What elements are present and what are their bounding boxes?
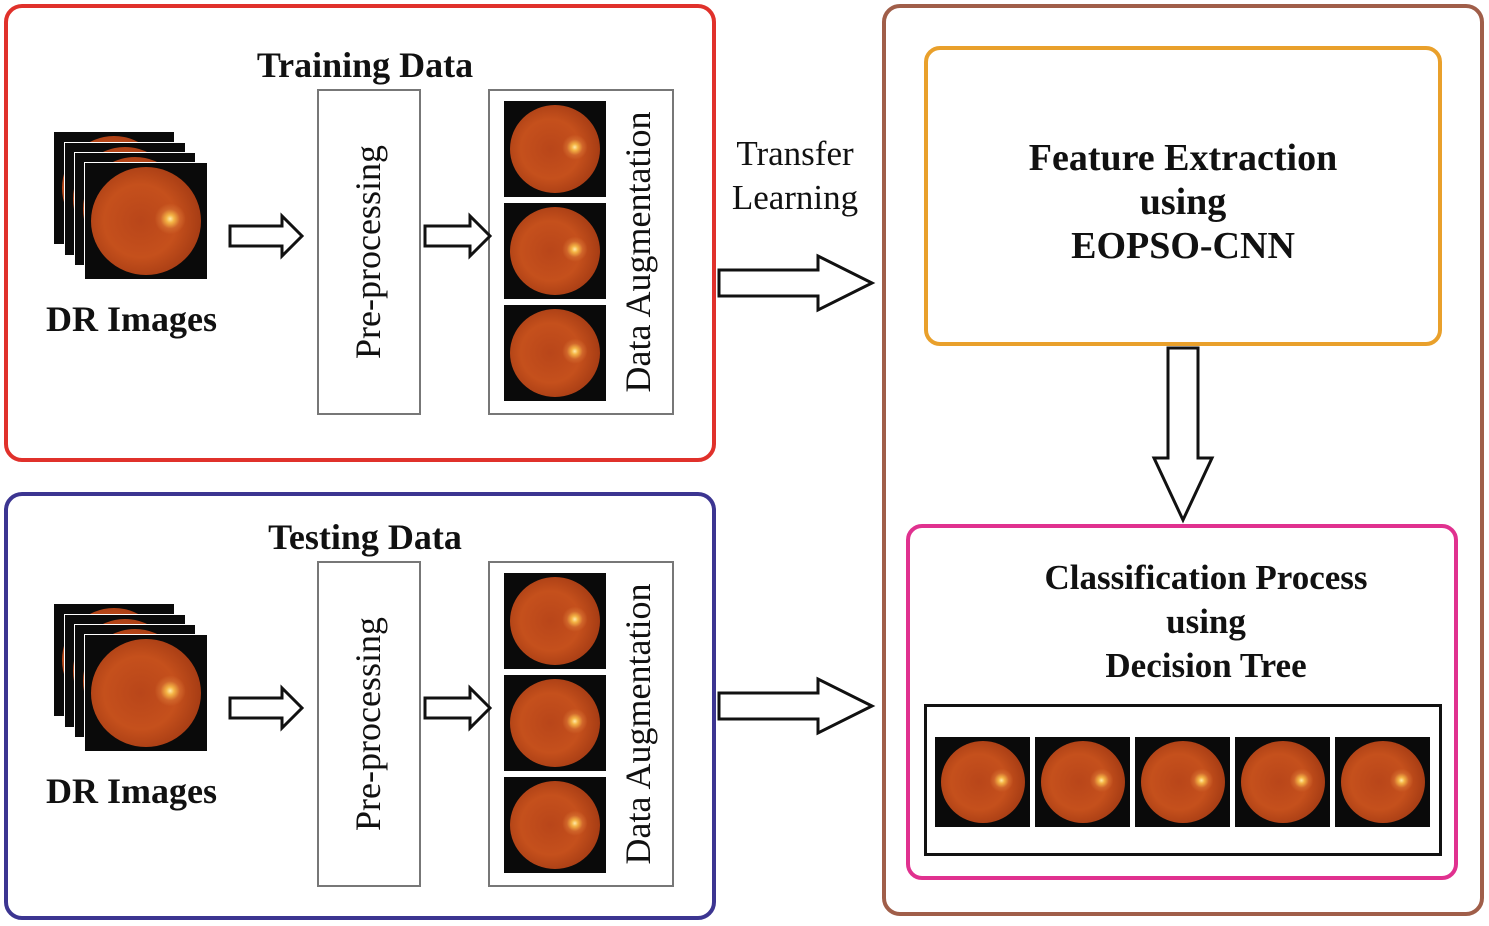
arrow-right-icon <box>228 684 305 732</box>
fundus-image <box>504 675 606 771</box>
fundus-image <box>1135 737 1230 827</box>
arrow-right-icon <box>423 684 493 732</box>
arrow-down-icon <box>1151 346 1215 524</box>
feature-extraction-box <box>924 46 1442 346</box>
arrow-right-icon <box>228 212 305 260</box>
classification-line-1: Classification Process <box>1044 558 1368 597</box>
classification-label: Classification Process using Decision Tr… <box>906 556 1458 688</box>
training-panel <box>4 4 716 462</box>
testing-panel <box>4 492 716 920</box>
fundus-image <box>1235 737 1330 827</box>
fundus-image <box>1035 737 1130 827</box>
fundus-image <box>504 203 606 299</box>
fundus-image <box>504 777 606 873</box>
testing-dr-images-label: DR Images <box>46 771 217 811</box>
classification-line-3: Decision Tree <box>1105 646 1307 685</box>
fundus-image <box>84 634 208 752</box>
fundus-image <box>935 737 1030 827</box>
training-title: Training Data <box>256 45 474 85</box>
fundus-image <box>1335 737 1430 827</box>
arrow-right-icon <box>717 676 876 736</box>
arrow-right-icon <box>423 212 493 260</box>
transfer-line-2: Learning <box>731 178 859 217</box>
model-panel <box>882 4 1484 916</box>
feature-line-1: Feature Extraction <box>1028 137 1338 179</box>
fundus-image <box>504 305 606 401</box>
testing-preprocessing-box <box>317 561 421 887</box>
training-dr-images-label: DR Images <box>46 299 217 339</box>
fundus-image <box>504 573 606 669</box>
fundus-image <box>504 101 606 197</box>
training-preprocessing-box <box>317 89 421 415</box>
feature-line-2: using <box>1139 181 1227 223</box>
testing-title: Testing Data <box>268 517 462 557</box>
transfer-line-1: Transfer <box>736 134 854 173</box>
classification-box <box>906 524 1458 880</box>
arrow-right-icon <box>717 253 876 313</box>
fundus-image <box>84 162 208 280</box>
transfer-learning-label: Transfer Learning <box>720 132 870 220</box>
classification-line-2: using <box>1166 602 1246 641</box>
feature-line-3: EOPSO-CNN <box>1071 225 1295 267</box>
feature-extraction-label: Feature Extraction using EOPSO-CNN <box>924 136 1442 268</box>
